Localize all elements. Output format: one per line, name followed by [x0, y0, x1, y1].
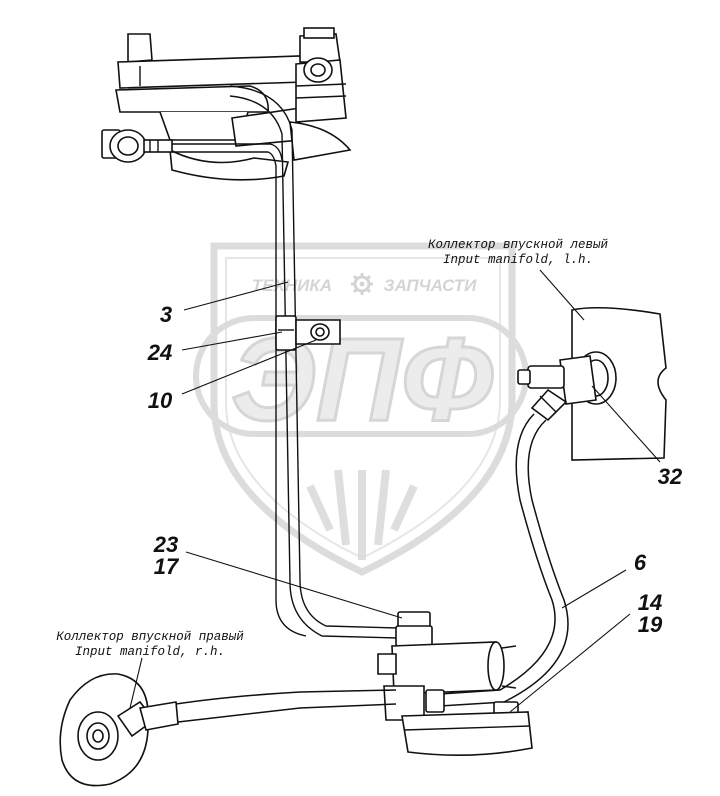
callout-19: 19: [638, 612, 663, 637]
callout-numbers: 3 24 10 32 23 17 6 14 19: [147, 302, 683, 637]
left-hand-manifold: [517, 306, 667, 461]
watermark-text-left: ТЕХНИКА: [252, 276, 332, 295]
top-engine-bracket: [115, 27, 352, 181]
manifold-lh-label-en: Input manifold, l.h.: [443, 253, 593, 267]
right-hand-manifold: [59, 673, 179, 787]
watermark-wheat-icon: [306, 469, 418, 560]
annotations: Коллектор впускной левый Input manifold,…: [56, 238, 608, 659]
callout-32: 32: [658, 464, 683, 489]
vertical-tube-3: [172, 85, 399, 639]
watermark-big-text: ЭПФ: [231, 314, 493, 446]
callout-3: 3: [160, 302, 172, 327]
watermark: ТЕХНИКА ЗАПЧАСТИ ЭПФ: [193, 242, 529, 576]
gear-icon: [351, 273, 373, 295]
clamp-24: [275, 315, 341, 351]
callout-14: 14: [638, 590, 662, 615]
top-left-fitting: [101, 129, 173, 163]
bottom-hose: [175, 689, 397, 723]
valve-assembly: [377, 611, 533, 756]
leader-lines: [129, 269, 661, 713]
callout-17: 17: [154, 554, 180, 579]
callout-6: 6: [634, 550, 647, 575]
manifold-rh-label-ru: Коллектор впускной правый: [56, 630, 244, 644]
callout-10: 10: [148, 388, 173, 413]
manifold-rh-label-en: Input manifold, r.h.: [75, 645, 225, 659]
callout-23: 23: [153, 532, 178, 557]
watermark-text-right: ЗАПЧАСТИ: [384, 276, 477, 295]
callout-24: 24: [147, 340, 172, 365]
watermark-shield-icon: [210, 242, 516, 576]
hose-6: [439, 413, 569, 707]
manifold-lh-label-ru: Коллектор впускной левый: [428, 238, 609, 252]
